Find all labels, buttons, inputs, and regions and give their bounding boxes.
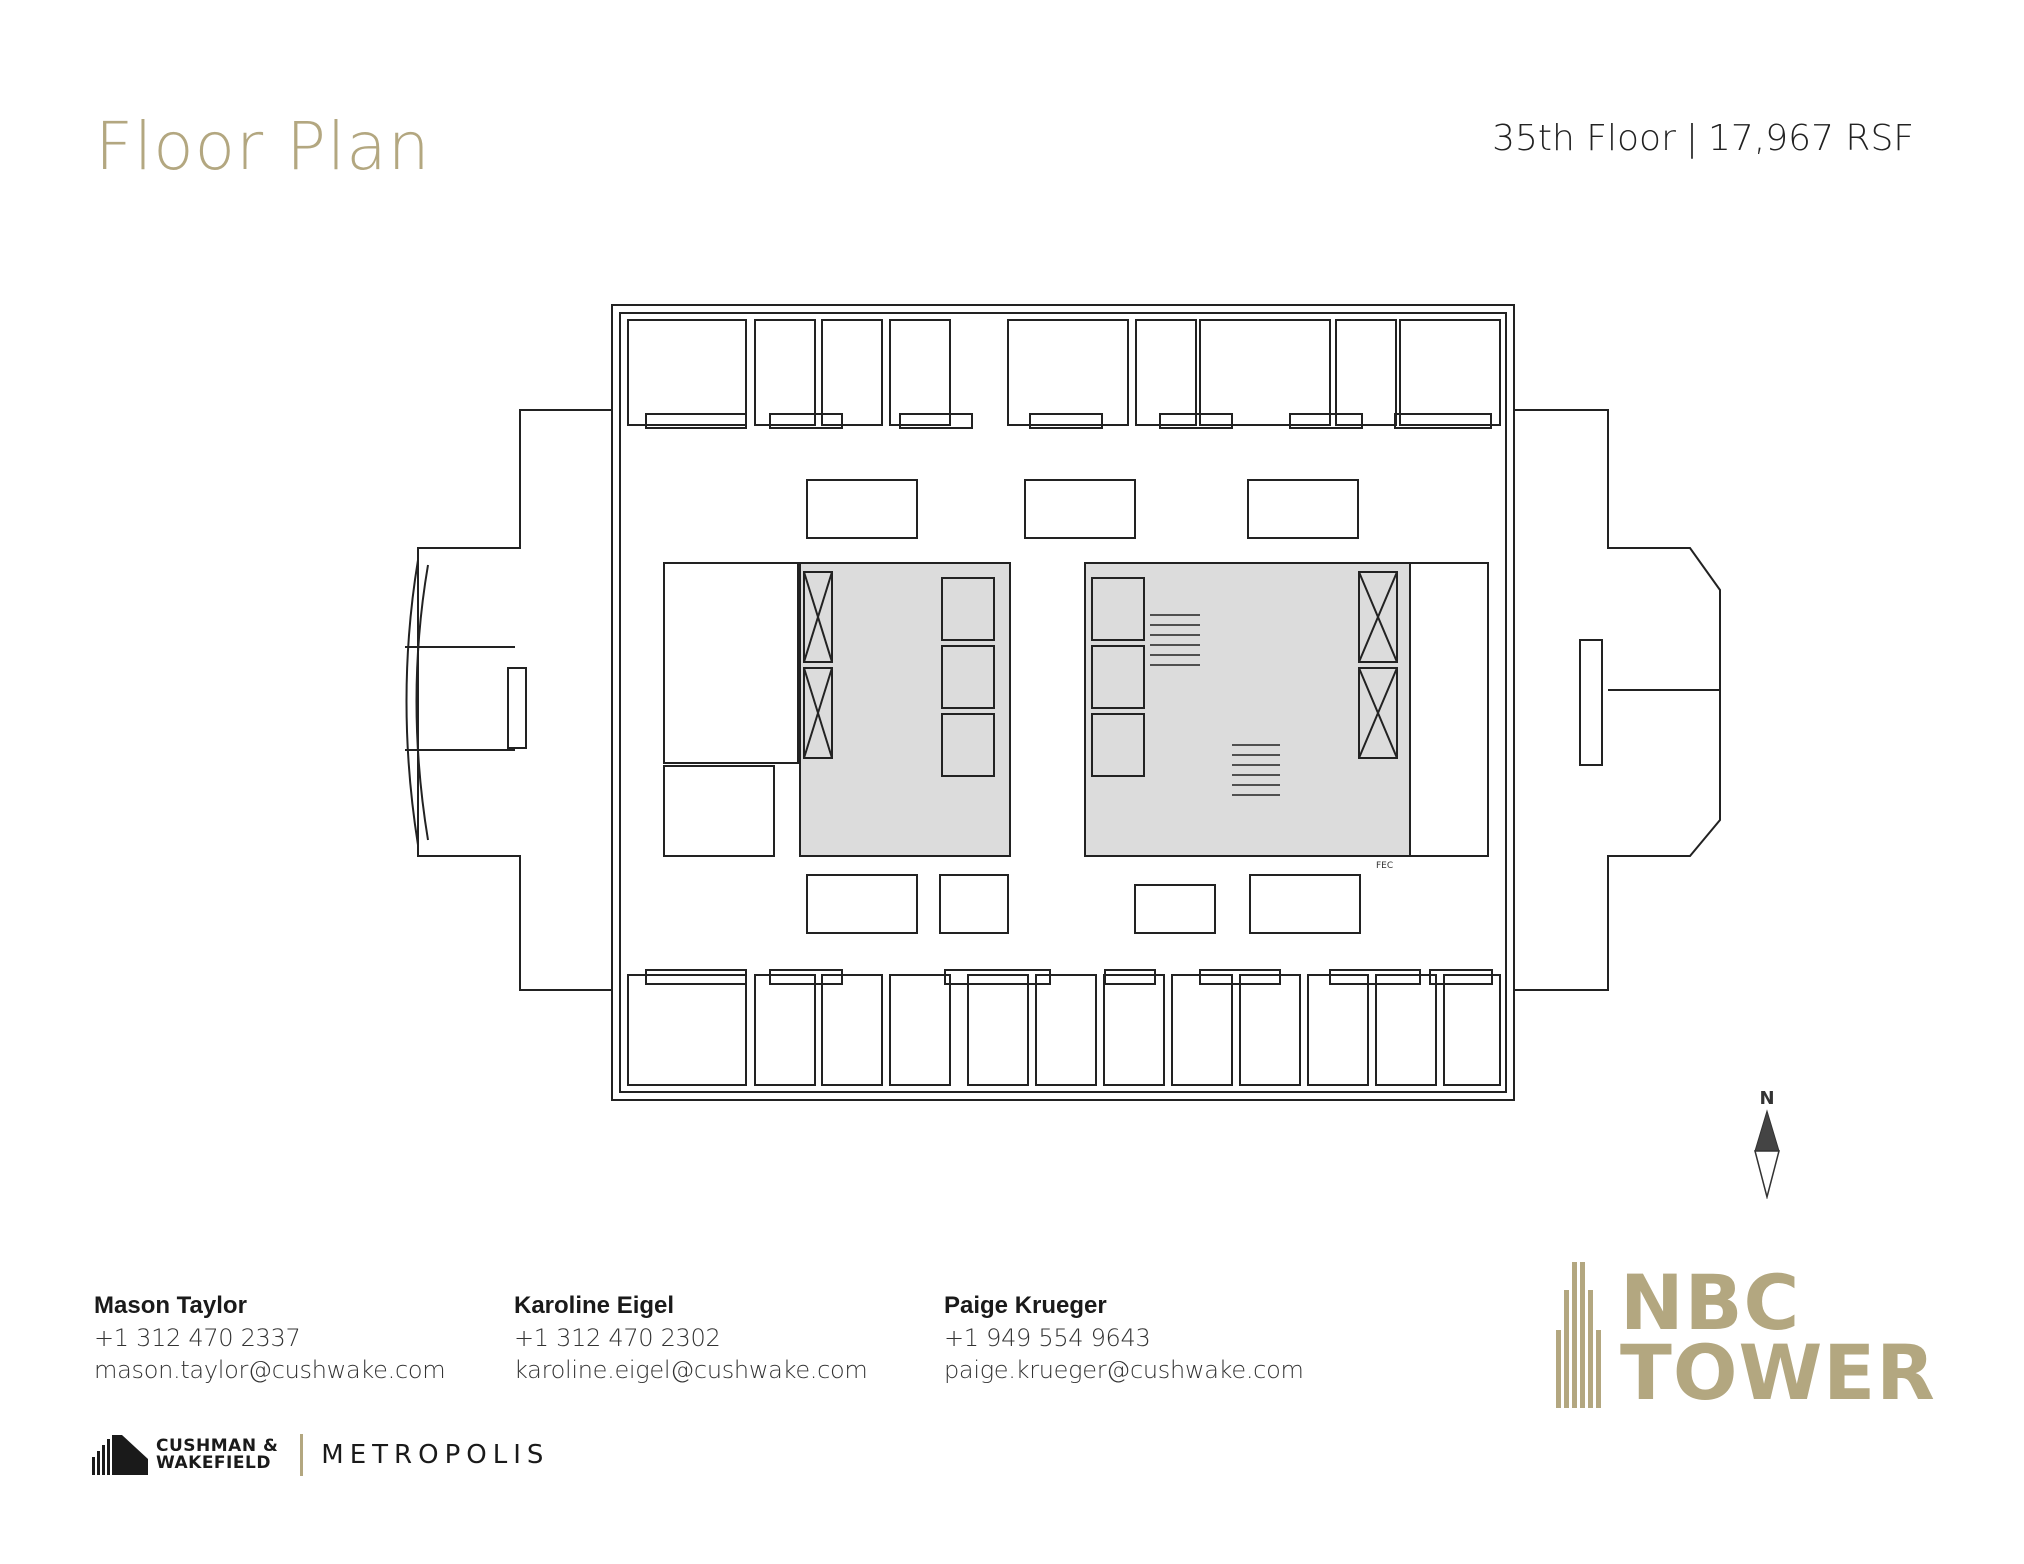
- contact-email[interactable]: karoline.eigel@cushwake.com: [514, 1356, 868, 1384]
- cushman-wakefield-wordmark: CUSHMAN & WAKEFIELD: [156, 1436, 279, 1473]
- compass-arrow-icon: [1754, 1109, 1780, 1200]
- floor-area: 17,967 RSF: [1708, 118, 1914, 159]
- logo-divider: [300, 1434, 304, 1476]
- nbc-tower-logo: NBC TOWER: [1556, 1258, 1936, 1417]
- north-offices: [627, 319, 1501, 429]
- tower-icon: [1556, 1262, 1601, 1408]
- contact-name: Karoline Eigel: [514, 1292, 675, 1319]
- contact-card: Karoline Eigel +1 312 470 2302 karoline.…: [514, 1290, 934, 1386]
- floor-separator: |: [1685, 118, 1699, 159]
- contact-card: Paige Krueger +1 949 554 9643 paige.krue…: [944, 1290, 1364, 1386]
- contact-name: Mason Taylor: [94, 1292, 247, 1319]
- north-label: N: [1759, 1088, 1775, 1109]
- fec-label: FEC: [1376, 861, 1393, 871]
- stairs: [1150, 614, 1280, 796]
- contact-phone[interactable]: +1 312 470 2302: [514, 1324, 721, 1352]
- metropolis-wordmark: METROPOLIS: [321, 1440, 550, 1470]
- contact-email[interactable]: paige.krueger@cushwake.com: [944, 1356, 1304, 1384]
- page-title: Floor Plan: [95, 108, 431, 185]
- floor-number: 35th Floor: [1492, 118, 1676, 159]
- contact-phone[interactable]: +1 949 554 9643: [944, 1324, 1151, 1352]
- south-offices: [627, 969, 1501, 1086]
- contact-phone[interactable]: +1 312 470 2337: [94, 1324, 301, 1352]
- building-core: [799, 562, 1411, 857]
- floor-info: 35th Floor|17,967 RSF: [1492, 118, 1914, 159]
- nbc-tower-wordmark: NBC TOWER: [1620, 1258, 1936, 1417]
- north-arrow: N: [1752, 1088, 1782, 1204]
- cushman-building-icon: [92, 1435, 148, 1475]
- cushman-wakefield-logo: CUSHMAN & WAKEFIELD METROPOLIS: [92, 1434, 549, 1476]
- elevators: [803, 571, 1398, 777]
- contact-email[interactable]: mason.taylor@cushwake.com: [94, 1356, 446, 1384]
- contact-name: Paige Krueger: [944, 1292, 1107, 1319]
- building-envelope: [611, 304, 1515, 1101]
- contact-card: Mason Taylor +1 312 470 2337 mason.taylo…: [94, 1290, 514, 1386]
